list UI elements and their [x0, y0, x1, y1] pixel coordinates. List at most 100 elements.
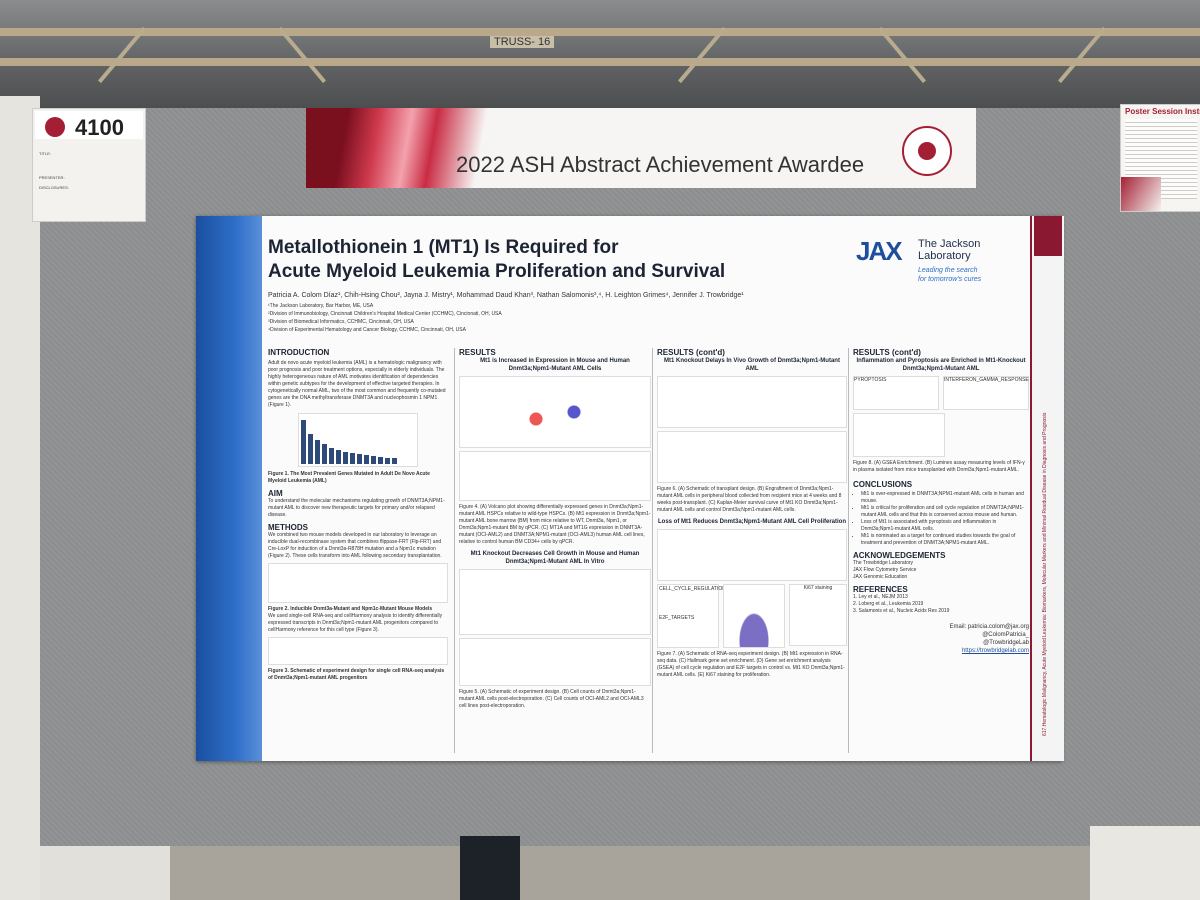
poster-authors: Patricia A. Colom Díaz¹, Chih-Hsing Chou… — [268, 292, 744, 299]
fig-bar — [357, 454, 362, 464]
session-category: 617.Hematologic Malignancy, Acute Myeloi… — [1042, 412, 1048, 736]
figure-7-lower: CELL_CYCLE_REGULATION E2F_TARGETS Ki67 s… — [657, 584, 847, 648]
gsea-label: CELL_CYCLE_REGULATION — [659, 586, 726, 592]
methods-text-2: We used single-cell RNA-seq and cellHarm… — [268, 613, 443, 633]
methods-text: We combined two mouse models developed i… — [268, 532, 442, 559]
conclusion-item: Loss of Mt1 is associated with pyroptosi… — [861, 519, 1029, 533]
figure-4-caption: Figure 4. (A) Volcano plot showing diffe… — [459, 504, 651, 545]
figure-3-diagram — [268, 637, 448, 665]
methods-heading: METHODS — [268, 523, 308, 532]
conclusion-item: Mt1 is nominated as a target for continu… — [861, 533, 1029, 547]
number-badge: 4100 — [35, 111, 143, 140]
board-number-card: 4100 TITLE: PRESENTER: DISCLOSURES: — [32, 108, 146, 222]
poster-column-conclusions: RESULTS (cont'd) Inflammation and Pyropt… — [848, 348, 1029, 753]
figure-3-caption: Figure 3. Schematic of experiment design… — [268, 668, 445, 681]
ack-item: The Trowbridge Laboratory — [853, 560, 914, 566]
ceiling-truss-lower — [0, 58, 1200, 66]
fig-bar — [322, 444, 327, 464]
award-banner: 2022 ASH Abstract Achievement Awardee — [306, 108, 976, 188]
field-title: TITLE: — [39, 151, 52, 156]
poster-blue-band — [196, 216, 262, 761]
figure-1-caption: Figure 1. The Most Prevalent Genes Mutat… — [268, 471, 430, 484]
reference-item: 2. Loberg et al., Leukemia 2019 — [853, 601, 924, 607]
contact-twitter-lab: @TrowbridgeLab — [983, 640, 1029, 646]
board-leg — [40, 846, 170, 900]
fig-bar — [364, 455, 369, 464]
figure-6-caption: Figure 6. (A) Schematic of transplant de… — [657, 486, 842, 513]
affiliation: ²Division of Immunobiology, Cincinnati C… — [268, 311, 502, 317]
poster-ash-sidebar: 617.Hematologic Malignancy, Acute Myeloi… — [1030, 216, 1064, 761]
ki67-label: Ki67 staining — [803, 585, 833, 591]
board-number: 4100 — [75, 115, 124, 140]
truss-sign: TRUSS- 16 — [490, 36, 555, 48]
figure-4-qpcr-plots — [459, 451, 651, 501]
ack-item: JAX Genomic Education — [853, 574, 908, 580]
results-cont-subheading-3: Inflammation and Pyroptosis are Enriched… — [856, 358, 1026, 372]
award-banner-graphic — [306, 108, 506, 188]
figure-7-gsea: CELL_CYCLE_REGULATION E2F_TARGETS — [657, 584, 726, 648]
fig-bar — [336, 450, 341, 464]
research-poster: 617.Hematologic Malignancy, Acute Myeloi… — [196, 216, 1064, 761]
jax-name: The Jackson Laboratory — [918, 238, 998, 262]
jax-mark-icon: JAX — [856, 236, 903, 266]
poster-title-line1: Metallothionein 1 (MT1) Is Required for — [268, 237, 619, 258]
figure-7-ki67: Ki67 staining — [788, 584, 847, 646]
instructions-card: Poster Session Instru — [1120, 104, 1200, 212]
contact-twitter: @ColomPatricia_ — [982, 632, 1029, 638]
convention-hall-ceiling — [0, 0, 1200, 110]
ash-tab — [1034, 216, 1062, 256]
jax-name-line2: Laboratory — [918, 250, 971, 262]
figure-8-gsea: PYROPTOSIS INTERFERON_GAMMA_RESPONSE — [853, 376, 1029, 410]
fig-bar — [385, 458, 390, 464]
results-heading: RESULTS — [459, 348, 496, 357]
reference-item: 3. Salamonis et al., Nucleic Acids Res 2… — [853, 608, 950, 614]
acknowledgements: The Trowbridge Laboratory JAX Flow Cytom… — [853, 560, 1029, 581]
figure-6-transplant-schematic — [657, 376, 847, 428]
conclusion-item: Mt1 is over-expressed in DNMT3A;NPM1-mut… — [861, 491, 1029, 505]
intro-text: Adult de novo acute myeloid leukemia (AM… — [268, 360, 446, 408]
jax-tagline-line1: Leading the search — [918, 267, 978, 274]
figure-5-caption: Figure 5. (A) Schematic of experiment de… — [459, 689, 644, 709]
figure-7-flow-histogram — [723, 584, 785, 648]
affiliation: ¹The Jackson Laboratory, Bar Harbor, ME,… — [268, 303, 374, 309]
references-heading: REFERENCES — [853, 585, 908, 594]
gsea-label: E2F_TARGETS — [659, 615, 695, 621]
acknowledgements-heading: ACKNOWLEDGEMENTS — [853, 551, 946, 560]
board-post-left — [0, 96, 40, 900]
conclusions-list: Mt1 is over-expressed in DNMT3A;NPM1-mut… — [853, 491, 1029, 547]
gsea-pyroptosis: PYROPTOSIS — [853, 376, 939, 410]
poster-column-results-cont: RESULTS (cont'd) Mt1 Knockout Delays In … — [652, 348, 847, 753]
award-title: 2022 ASH Abstract Achievement Awardee — [456, 152, 865, 177]
poster-title-line2: Acute Myeloid Leukemia Proliferation and… — [268, 261, 726, 282]
fig-bar — [378, 457, 383, 464]
figure-2-diagram — [268, 563, 448, 603]
poster-title: Metallothionein 1 (MT1) Is Required for … — [268, 236, 828, 284]
affiliation: ⁴Division of Experimental Hematology and… — [268, 327, 466, 333]
fig-bar — [308, 434, 313, 464]
jax-name-line1: The Jackson — [918, 238, 981, 250]
board-card-fields: TITLE: PRESENTER: DISCLOSURES: — [39, 149, 139, 193]
affiliation: ³Division of Biomedical Informatics, CCH… — [268, 319, 414, 325]
reference-item: 1. Ley et al., NEJM 2013 — [853, 594, 908, 600]
contact-block: Email: patricia.colom@jax.org @ColomPatr… — [853, 623, 1029, 655]
ack-item: JAX Flow Cytometry Service — [853, 567, 917, 573]
fig-bar — [315, 440, 320, 464]
board-post-right — [1090, 826, 1200, 900]
results-subheading-1: Mt1 is Increased in Expression in Mouse … — [480, 358, 630, 372]
fig-bar — [301, 420, 306, 464]
jax-logo: JAX The Jackson Laboratory Leading the s… — [856, 236, 996, 296]
poster-affiliations: ¹The Jackson Laboratory, Bar Harbor, ME,… — [268, 302, 768, 334]
field-disclosures: DISCLOSURES: — [39, 185, 69, 190]
figure-4-volcano-plot — [459, 376, 651, 448]
contact-email: Email: patricia.colom@jax.org — [949, 624, 1029, 630]
figure-5-growth-curves — [459, 569, 651, 635]
figure-8-caption: Figure 8. (A) GSEA Enrichment. (B) Lumin… — [853, 460, 1025, 473]
results-subheading-2: Mt1 Knockout Decreases Cell Growth in Mo… — [470, 551, 640, 565]
poster-column-results: RESULTS Mt1 is Increased in Expression i… — [454, 348, 651, 753]
figure-8-luminex — [853, 413, 945, 457]
person-legs — [460, 836, 520, 900]
fig-bar — [371, 456, 376, 464]
figure-2-caption: Figure 2. Inducible Dnmt3a-Mutant and Np… — [268, 606, 433, 612]
fig-bar — [350, 453, 355, 464]
figure-5-cell-line-curves — [459, 638, 651, 686]
